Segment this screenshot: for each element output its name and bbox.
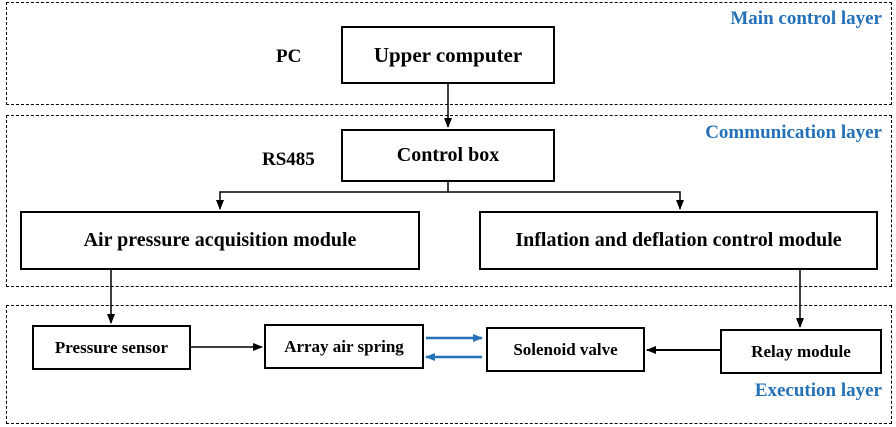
control-box: Control box: [341, 129, 555, 182]
array-air-spring-box: Array air spring: [264, 324, 424, 369]
communication-layer: [6, 115, 892, 287]
solenoid-valve-box: Solenoid valve: [486, 327, 645, 372]
execution-layer-label: Execution layer: [754, 380, 882, 401]
relay-module-box: Relay module: [720, 329, 882, 374]
pressure-sensor-box: Pressure sensor: [32, 325, 191, 370]
pc-label: PC: [276, 46, 302, 67]
inflation-deflation-control-module-box: Inflation and deflation control module: [479, 211, 878, 270]
upper-computer-box: Upper computer: [341, 26, 555, 84]
main-control-layer-label: Main control layer: [730, 8, 882, 29]
rs485-label: RS485: [262, 149, 315, 170]
main-control-layer: [6, 2, 892, 105]
air-pressure-acquisition-module-box: Air pressure acquisition module: [20, 211, 420, 270]
communication-layer-label: Communication layer: [705, 122, 882, 143]
execution-layer: [6, 305, 892, 424]
